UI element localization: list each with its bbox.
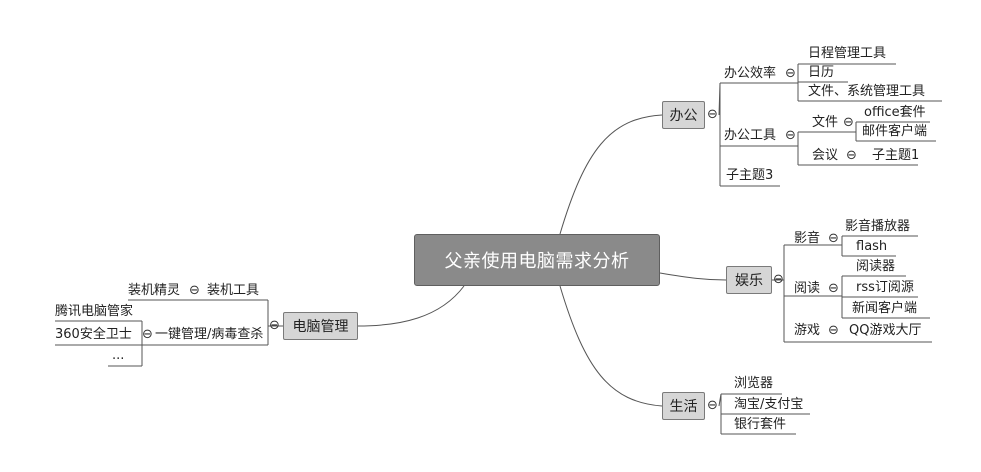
connector-office-bracket: [718, 82, 721, 186]
leaf-mail-client[interactable]: 邮件客户端: [862, 124, 928, 139]
topic-life[interactable]: 生活: [662, 392, 705, 420]
leaf-media-player[interactable]: 影音播放器: [845, 219, 911, 234]
topic-office-tools[interactable]: 办公工具: [724, 128, 777, 143]
topic-entertainment[interactable]: 娱乐: [726, 266, 772, 294]
topic-one-click-manage[interactable]: 一键管理/病毒查杀: [155, 327, 264, 342]
collapse-toggle-install[interactable]: ⊖: [189, 283, 200, 298]
collapse-toggle-entertainment[interactable]: ⊖: [773, 272, 784, 287]
leaf-qq-games[interactable]: QQ游戏大厅: [849, 323, 922, 338]
leaf-flash[interactable]: flash: [856, 239, 888, 254]
connector-root-entertainment: [659, 272, 727, 281]
leaf-browser[interactable]: 浏览器: [734, 376, 774, 391]
leaf-taobao-alipay[interactable]: 淘宝/支付宝: [734, 397, 804, 412]
topic-subtopic-3[interactable]: 子主题3: [726, 168, 774, 183]
topic-office[interactable]: 办公: [662, 101, 705, 129]
leaf-office-suite[interactable]: office套件: [864, 105, 926, 120]
leaf-schedule-tool[interactable]: 日程管理工具: [808, 46, 887, 61]
topic-file[interactable]: 文件: [812, 115, 839, 130]
connector-root-office: [559, 114, 663, 235]
collapse-toggle-file[interactable]: ⊖: [843, 115, 854, 130]
connector-life-bracket: [718, 393, 722, 434]
leaf-news-client[interactable]: 新闻客户端: [852, 301, 918, 316]
leaf-tencent-manager[interactable]: 腾讯电脑管家: [55, 304, 134, 319]
leaf-ellipsis[interactable]: ...: [112, 348, 125, 363]
collapse-toggle-video[interactable]: ⊖: [828, 231, 839, 246]
root-topic[interactable]: 父亲使用电脑需求分析: [414, 234, 660, 286]
leaf-360-security[interactable]: 360安全卫士: [55, 327, 132, 342]
leaf-subtopic-1[interactable]: 子主题1: [872, 148, 920, 163]
leaf-calendar[interactable]: 日历: [808, 65, 835, 80]
topic-video[interactable]: 影音: [794, 231, 821, 246]
connector-root-computer: [357, 285, 465, 327]
topic-reading[interactable]: 阅读: [794, 281, 821, 296]
collapse-toggle-efficiency[interactable]: ⊖: [785, 66, 796, 81]
leaf-reader[interactable]: 阅读器: [856, 259, 896, 274]
leaf-bank-suite[interactable]: 银行套件: [734, 417, 787, 432]
leaf-install-wizard[interactable]: 装机精灵: [128, 283, 181, 298]
collapse-toggle-manage[interactable]: ⊖: [142, 327, 153, 342]
topic-games[interactable]: 游戏: [794, 323, 821, 338]
connector-computer-bracket: [267, 300, 283, 345]
topic-meeting[interactable]: 会议: [812, 148, 839, 163]
leaf-file-system-tool[interactable]: 文件、系统管理工具: [808, 84, 926, 99]
topic-office-efficiency[interactable]: 办公效率: [724, 66, 777, 81]
collapse-toggle-meeting[interactable]: ⊖: [846, 148, 857, 163]
collapse-toggle-office[interactable]: ⊖: [707, 107, 718, 122]
connector-entertainment-bracket: [772, 245, 785, 342]
topic-computer-management[interactable]: 电脑管理: [283, 312, 358, 340]
topic-install-tool[interactable]: 装机工具: [207, 283, 260, 298]
leaf-rss-feed[interactable]: rss订阅源: [856, 280, 914, 295]
collapse-toggle-reading[interactable]: ⊖: [828, 281, 839, 296]
collapse-toggle-computer[interactable]: ⊖: [269, 318, 280, 333]
collapse-toggle-tools[interactable]: ⊖: [785, 128, 796, 143]
collapse-toggle-life[interactable]: ⊖: [707, 398, 718, 413]
connector-root-life: [559, 285, 663, 407]
collapse-toggle-games[interactable]: ⊖: [828, 323, 839, 338]
